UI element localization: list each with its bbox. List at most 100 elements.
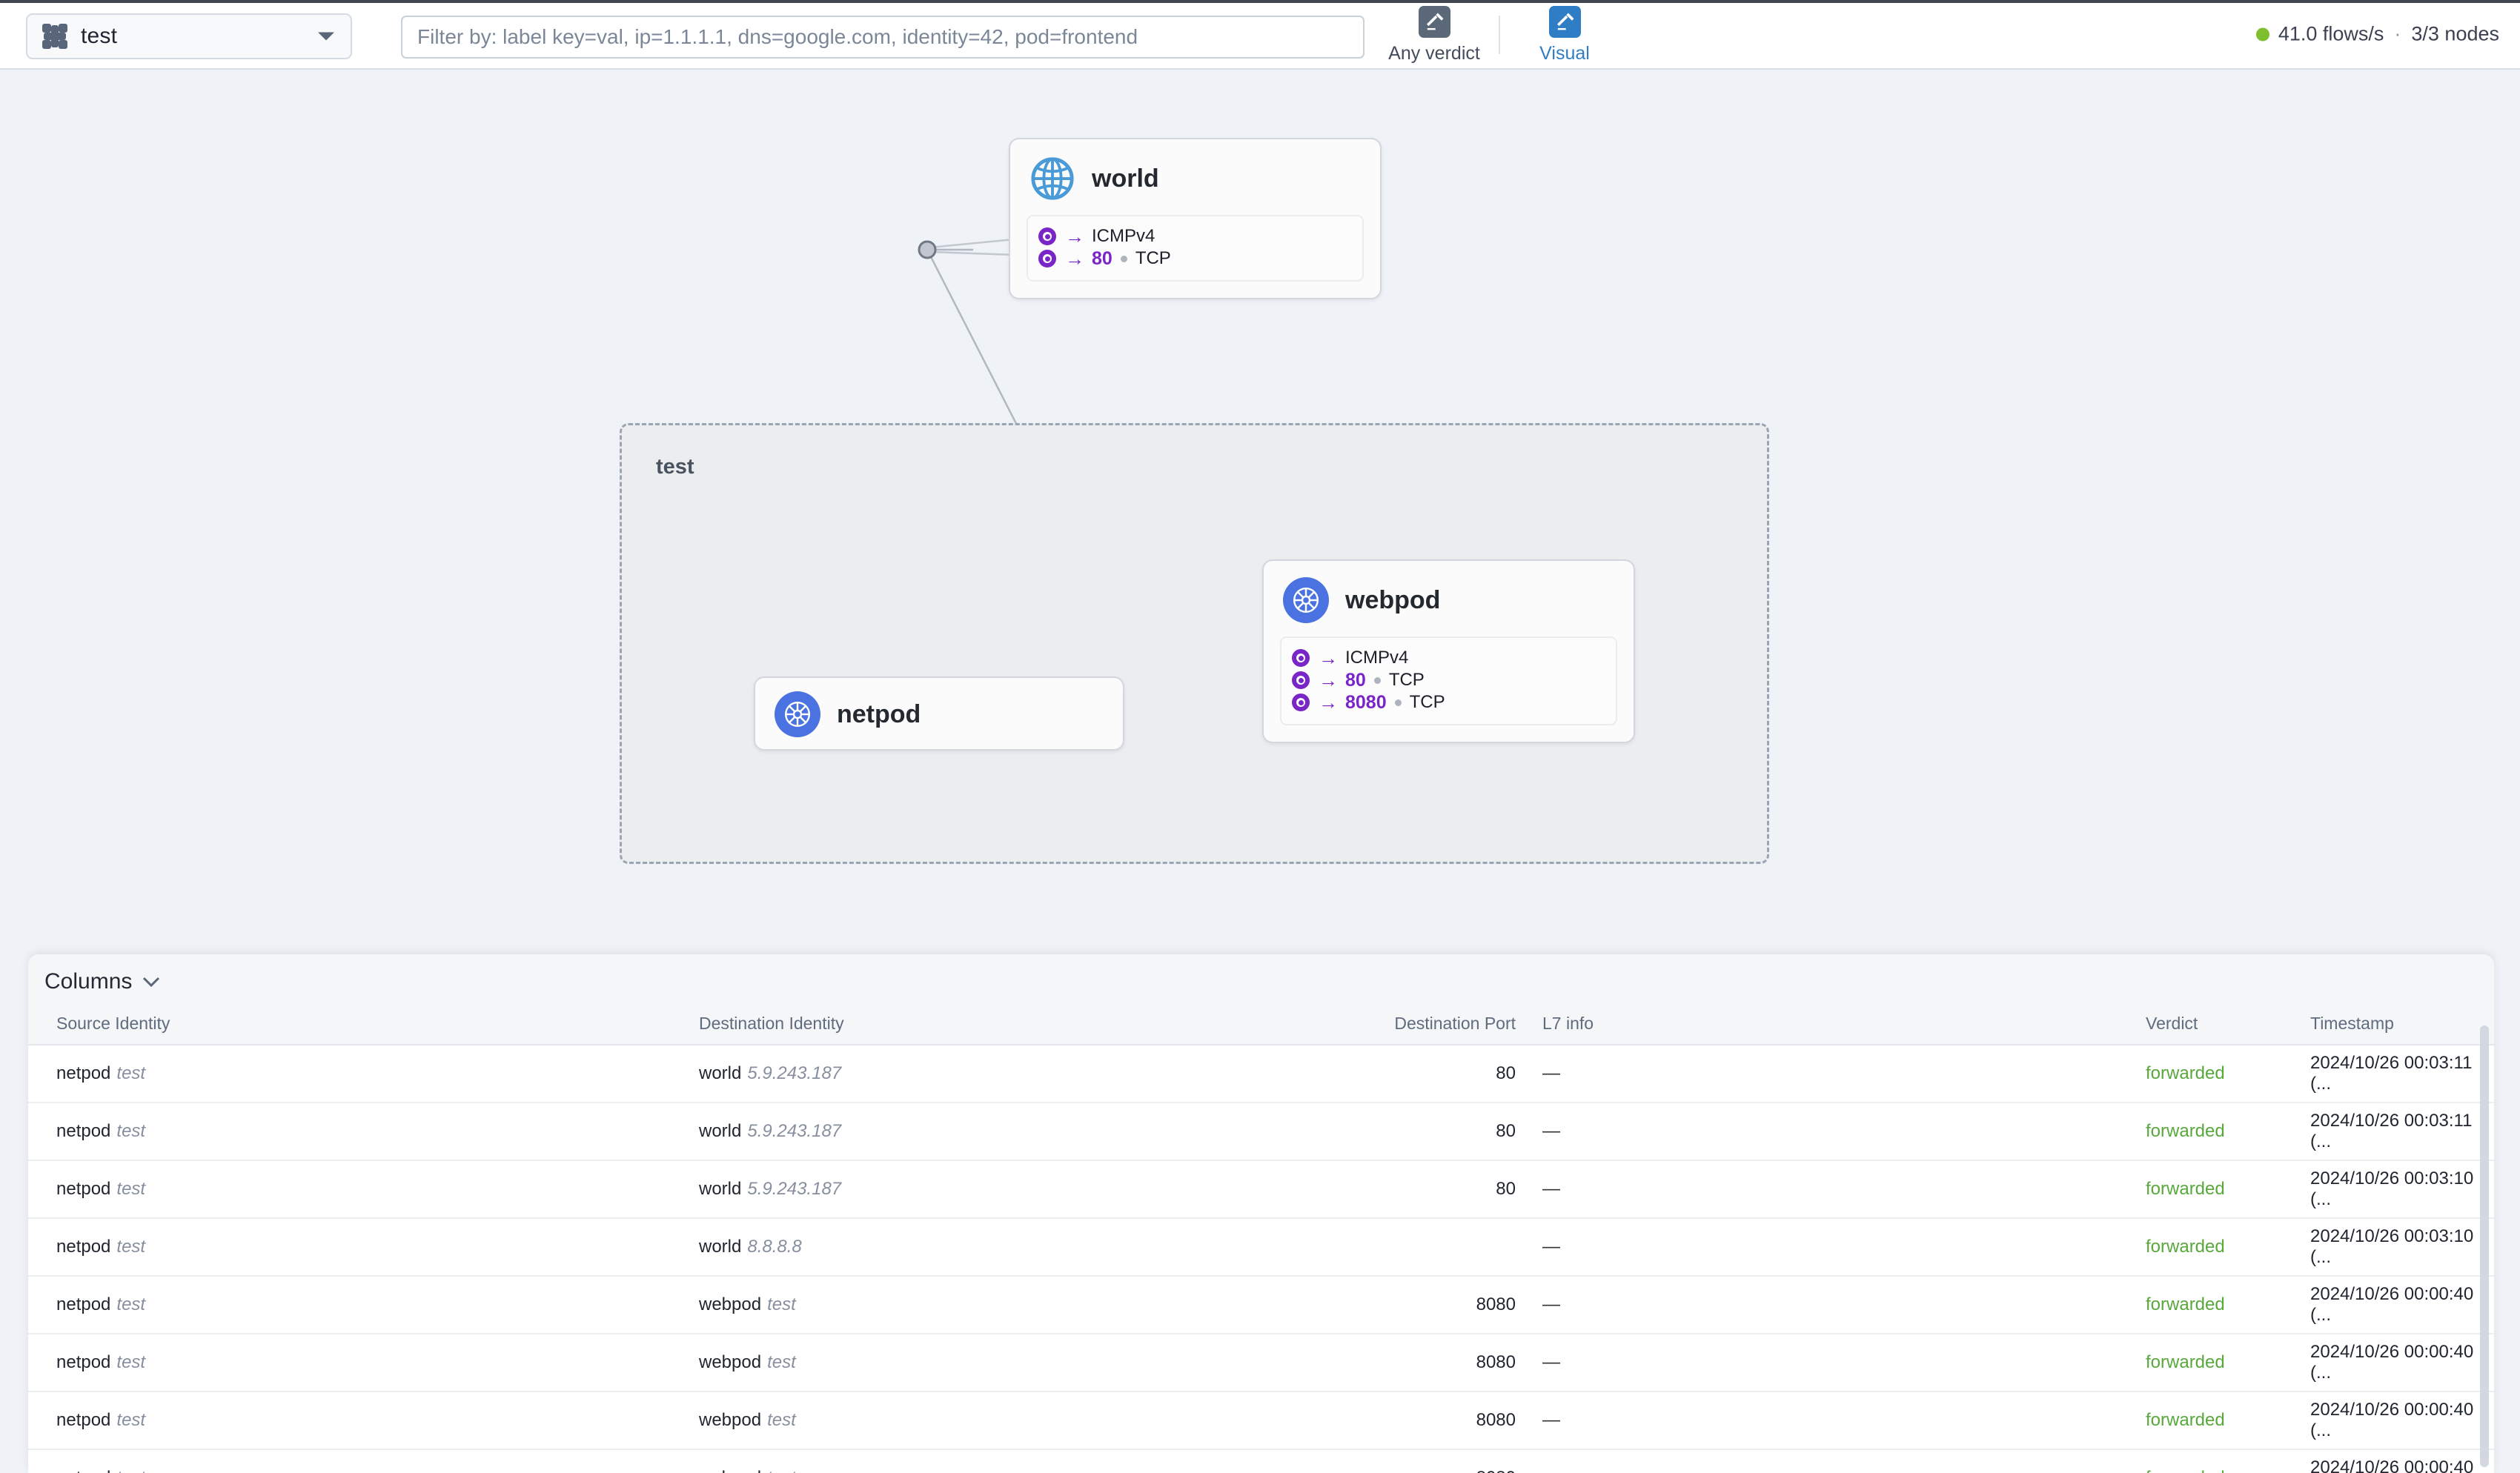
service-map-canvas[interactable]: test world → ICMPv4 — [0, 70, 2520, 951]
status-indicator-icon — [2255, 27, 2269, 41]
cell-timestamp: 2024/10/26 00:03:11 (... — [2310, 1045, 2494, 1103]
destination-name: webpod — [699, 1468, 761, 1473]
node-webpod-ports: → ICMPv4 → 80 TCP → 8080 TCP — [1280, 636, 1617, 725]
source-namespace: test — [116, 1063, 146, 1083]
destination-name: world — [699, 1063, 742, 1083]
status-separator: · — [2394, 22, 2401, 45]
chevron-down-icon — [142, 977, 160, 988]
destination-namespace: test — [767, 1294, 796, 1314]
table-vertical-scrollbar[interactable] — [2480, 1025, 2489, 1467]
port-row[interactable]: → 80 TCP — [1292, 670, 1605, 691]
status-badge: forwarded — [2146, 1045, 2310, 1103]
namespace-selector-label: test — [81, 24, 118, 48]
status-badge: forwarded — [2146, 1160, 2310, 1219]
port-row[interactable]: → ICMPv4 — [1292, 648, 1605, 668]
flows-table-head: Source Identity Destination Identity Des… — [28, 1008, 2494, 1045]
cell-timestamp: 2024/10/26 00:03:11 (... — [2310, 1103, 2494, 1161]
cell-l7-info: — — [1516, 1276, 2146, 1334]
node-world-header: world — [1010, 139, 1380, 209]
port-endpoint-icon — [1292, 671, 1310, 689]
port-endpoint-icon — [1292, 694, 1310, 711]
node-world[interactable]: world → ICMPv4 → 80 TCP — [1009, 138, 1382, 299]
gavel-icon — [1418, 5, 1450, 38]
node-netpod-title: netpod — [837, 699, 921, 728]
node-webpod[interactable]: webpod → ICMPv4 → 80 TCP → 8080 TCP — [1262, 559, 1635, 743]
node-world-ports: → ICMPv4 → 80 TCP — [1027, 215, 1364, 282]
arrow-right-icon: → — [1319, 691, 1338, 714]
namespace-selector[interactable]: test — [26, 13, 352, 59]
status-badge: forwarded — [2146, 1103, 2310, 1161]
nodes-count: 3/3 nodes — [2411, 22, 2499, 45]
node-world-title: world — [1092, 164, 1159, 193]
status-bar: 41.0 flows/s · 3/3 nodes — [2255, 22, 2499, 46]
cell-l7-info: — — [1516, 1160, 2146, 1219]
col-destination-identity[interactable]: Destination Identity — [699, 1008, 1381, 1045]
source-namespace: test — [116, 1468, 145, 1473]
cell-l7-info: — — [1516, 1391, 2146, 1450]
port-row[interactable]: → ICMPv4 — [1038, 226, 1352, 246]
source-name: netpod — [56, 1121, 111, 1141]
columns-button-label: Columns — [44, 969, 133, 994]
col-timestamp[interactable]: Timestamp — [2310, 1008, 2494, 1045]
col-source-identity[interactable]: Source Identity — [28, 1008, 699, 1045]
col-destination-port[interactable]: Destination Port — [1381, 1008, 1516, 1045]
port-separator-dot — [1373, 676, 1381, 684]
node-webpod-header: webpod — [1264, 561, 1634, 631]
columns-button[interactable]: Columns — [28, 954, 199, 1008]
cell-timestamp: 2024/10/26 00:00:40 (... — [2310, 1391, 2494, 1450]
source-namespace: test — [116, 1352, 146, 1372]
cell-timestamp: 2024/10/26 00:00:40 (... — [2310, 1334, 2494, 1392]
col-l7-info[interactable]: L7 info — [1516, 1008, 2146, 1045]
cell-destination-port — [1381, 1218, 1516, 1277]
kubernetes-icon — [775, 691, 820, 737]
kubernetes-icon — [1283, 577, 1329, 623]
filter-input[interactable] — [401, 16, 1365, 59]
cell-destination-identity: webpod test — [699, 1449, 1381, 1473]
destination-name: world — [699, 1237, 742, 1257]
flows-table-panel: Columns Source Identity Destination Iden… — [28, 954, 2494, 1473]
node-netpod[interactable]: netpod — [754, 676, 1124, 751]
chevron-down-icon — [318, 32, 334, 41]
cell-l7-info: — — [1516, 1103, 2146, 1161]
source-name: netpod — [56, 1352, 111, 1372]
destination-name: webpod — [699, 1294, 762, 1314]
port-row[interactable]: → 8080 TCP — [1292, 691, 1605, 714]
toolbar: test Any verdict Visua — [0, 0, 2520, 70]
port-endpoint-icon — [1292, 649, 1310, 667]
any-verdict-button[interactable]: Any verdict — [1379, 5, 1490, 64]
node-netpod-header: netpod — [755, 678, 1123, 745]
port-protocol: ICMPv4 — [1345, 648, 1409, 668]
status-badge: forwarded — [2146, 1276, 2310, 1334]
table-header-row: Source Identity Destination Identity Des… — [28, 1008, 2494, 1045]
source-namespace: test — [116, 1237, 146, 1257]
col-verdict[interactable]: Verdict — [2146, 1008, 2310, 1045]
any-verdict-label: Any verdict — [1388, 42, 1480, 64]
cell-l7-info: — — [1516, 1218, 2146, 1277]
source-namespace: test — [116, 1410, 146, 1430]
port-number: 80 — [1092, 247, 1113, 269]
port-row[interactable]: → 80 TCP — [1038, 247, 1352, 269]
cell-destination-port: 8080 — [1381, 1449, 1516, 1473]
table-row[interactable]: netpodtestwebpodtest8080—forwarded2024/1… — [28, 1449, 2494, 1473]
destination-namespace: test — [767, 1468, 796, 1473]
globe-icon — [1029, 156, 1075, 202]
visual-button[interactable]: Visual — [1509, 5, 1620, 64]
cell-destination-port: 80 — [1381, 1160, 1516, 1219]
